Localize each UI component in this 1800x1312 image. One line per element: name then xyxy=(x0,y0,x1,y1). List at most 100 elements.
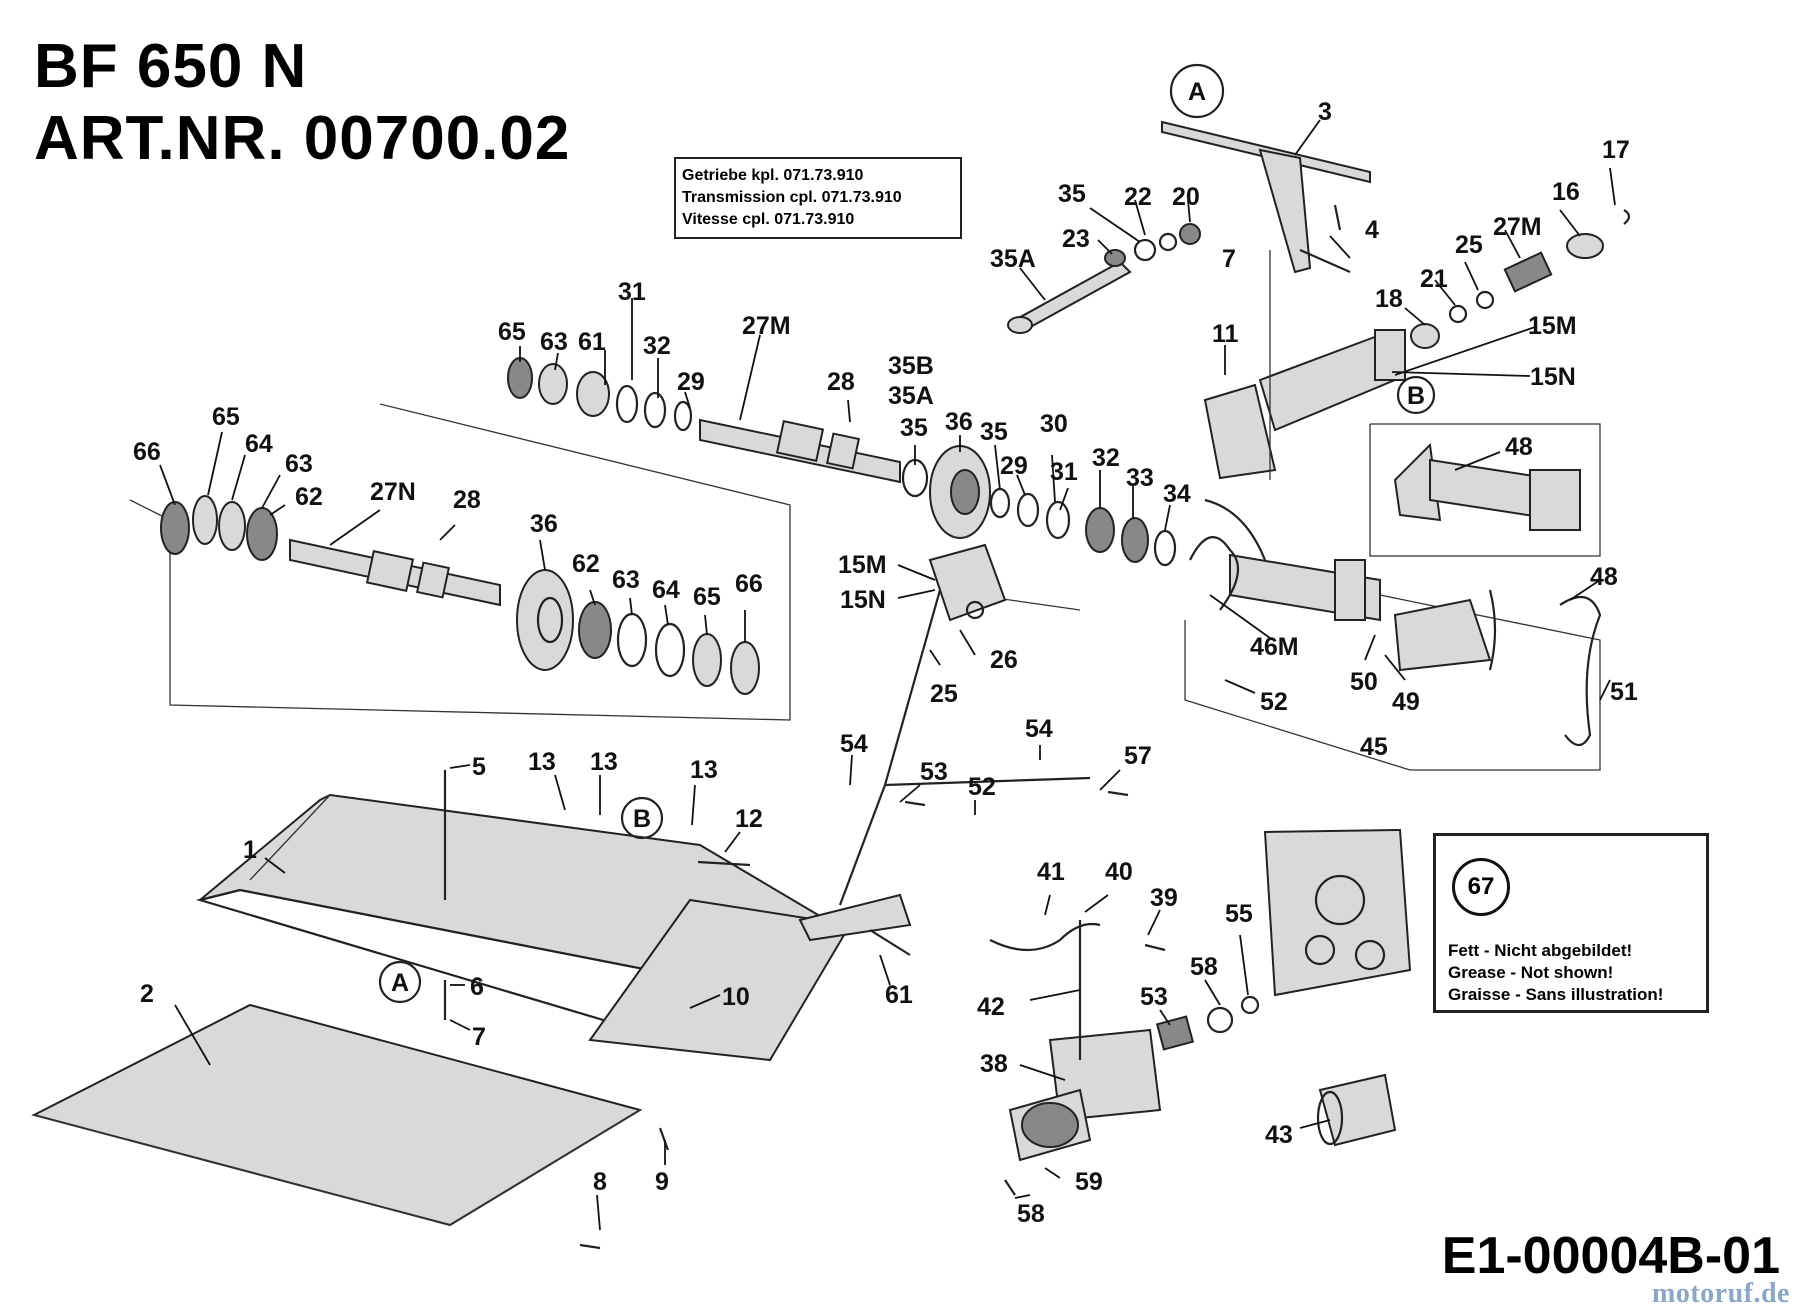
part-label: 21 xyxy=(1420,265,1448,293)
part-label: 7 xyxy=(472,1023,486,1051)
info-line-fr: Vitesse cpl. 071.73.910 xyxy=(682,211,855,228)
part-label: 32 xyxy=(1092,444,1120,472)
info-line-en: Transmission cpl. 071.73.910 xyxy=(682,189,902,206)
part-label: 25 xyxy=(1455,231,1483,259)
transmission-info-box: Getriebe kpl. 071.73.910 Transmission cp… xyxy=(674,157,962,239)
lower-right-bearings xyxy=(578,601,760,695)
part-label: 66 xyxy=(133,438,161,466)
linkage-40-43 xyxy=(989,920,1101,1060)
part-label: 10 xyxy=(722,983,750,1011)
lever-assembly-52-61 xyxy=(798,589,1091,956)
part-label: 25 xyxy=(930,680,958,708)
part-label: 12 xyxy=(735,805,763,833)
part-label: 58 xyxy=(1190,953,1218,981)
grease-part-number: 67 xyxy=(1452,858,1510,916)
part-label: 58 xyxy=(1017,1200,1045,1228)
part-label: 59 xyxy=(1075,1168,1103,1196)
part-labels: 3 4 17 16 27M 25 21 18 15M 15N 48 35 22 … xyxy=(133,98,1638,1228)
part-label: 11 xyxy=(1212,320,1239,348)
part-label: 27M xyxy=(742,312,791,340)
lower-shaft-27N xyxy=(289,538,501,607)
part-label: 39 xyxy=(1150,884,1178,912)
part-label: 13 xyxy=(528,748,556,776)
part-label: 43 xyxy=(1265,1121,1293,1149)
part-label: 30 xyxy=(1040,410,1068,438)
part-label: 64 xyxy=(652,576,680,604)
small-parts-20-22-38 xyxy=(1104,223,1201,267)
part-label: 29 xyxy=(677,368,705,396)
part-label: 42 xyxy=(977,993,1005,1021)
part-label: 15M xyxy=(1528,312,1577,340)
part-label: 35B xyxy=(888,352,934,380)
ref-marker-A-top: A xyxy=(1169,63,1225,119)
part-label: 55 xyxy=(1225,900,1253,928)
tine-assembly-45 xyxy=(1184,589,1602,771)
part-label: 35 xyxy=(900,414,928,442)
part-label: 52 xyxy=(968,773,996,801)
article-number-title: ART.NR. 00700.02 xyxy=(34,104,571,173)
part-label: 62 xyxy=(572,550,600,578)
part-label: 53 xyxy=(920,758,948,786)
part-label: 40 xyxy=(1105,858,1133,886)
part-label: 32 xyxy=(643,332,671,360)
part-label: 15N xyxy=(1530,363,1576,391)
part-label: 15N xyxy=(840,586,886,614)
bracket-3 xyxy=(1161,120,1371,274)
part-label: 48 xyxy=(1590,563,1618,591)
info-line-de: Getriebe kpl. 071.73.910 xyxy=(682,167,864,184)
part-label: 35 xyxy=(1058,180,1086,208)
part-label: 23 xyxy=(1062,225,1090,253)
upper-gear-36 xyxy=(901,445,991,539)
upper-bearings-left xyxy=(507,357,693,432)
part-label: 15M xyxy=(838,551,887,579)
part-label: 31 xyxy=(618,278,646,306)
lower-left-bearings xyxy=(160,495,278,561)
upper-bearings-right xyxy=(989,487,1177,567)
ref-B-lower-label: B xyxy=(633,805,651,833)
part-label: 62 xyxy=(295,483,323,511)
grease-line-en: Grease - Not shown! xyxy=(1448,963,1614,982)
grease-line-fr: Graisse - Sans illustration! xyxy=(1448,985,1664,1004)
shield-1 xyxy=(195,793,852,1062)
part-label: 4 xyxy=(1365,216,1379,244)
ref-marker-B-lower: B xyxy=(620,796,664,840)
part-label: 9 xyxy=(655,1168,669,1196)
part-label: 35A xyxy=(888,382,934,410)
part-label: 63 xyxy=(540,328,568,356)
part-label: 48 xyxy=(1505,433,1533,461)
part-label: 61 xyxy=(578,328,606,356)
drawing-code: E1-00004B-01 xyxy=(1441,1227,1780,1285)
detail-box-46N xyxy=(1369,423,1601,557)
part-label: 26 xyxy=(990,646,1018,674)
part-label: 54 xyxy=(840,730,868,758)
coupling-39 xyxy=(1008,1028,1162,1162)
part-label: 33 xyxy=(1126,464,1154,492)
watermark-logo: motoruf.de xyxy=(1652,1278,1790,1309)
part-label: 63 xyxy=(612,566,640,594)
part-label: 2 xyxy=(140,980,154,1008)
lower-gear-36 xyxy=(516,569,574,671)
part-label: 22 xyxy=(1124,183,1152,211)
part-label: 53 xyxy=(1140,983,1168,1011)
part-label: 3 xyxy=(1318,98,1332,126)
part-label: 57 xyxy=(1124,742,1152,770)
part-label: 35A xyxy=(990,245,1036,273)
part-label: 31 xyxy=(1050,458,1078,486)
grease-line-de: Fett - Nicht abgebildet! xyxy=(1448,941,1633,960)
part-label: 54 xyxy=(1025,715,1053,743)
spring-parts-16-24 xyxy=(1410,209,1631,349)
bracket-15M-15N xyxy=(928,543,1007,622)
housing-11 xyxy=(1203,250,1406,480)
part-label: 63 xyxy=(285,450,313,478)
part-label: 35 xyxy=(980,418,1008,446)
part-label: 20 xyxy=(1172,183,1200,211)
part-label: 65 xyxy=(498,318,526,346)
small-parts-54-56 xyxy=(1155,995,1260,1051)
part-label: 1 xyxy=(243,836,257,864)
part-label: 36 xyxy=(945,408,973,436)
model-title: BF 650 N xyxy=(34,32,308,101)
leader-lines xyxy=(159,119,1616,1231)
ref-marker-A-lower: A xyxy=(378,960,422,1004)
part-label: 36 xyxy=(530,510,558,538)
